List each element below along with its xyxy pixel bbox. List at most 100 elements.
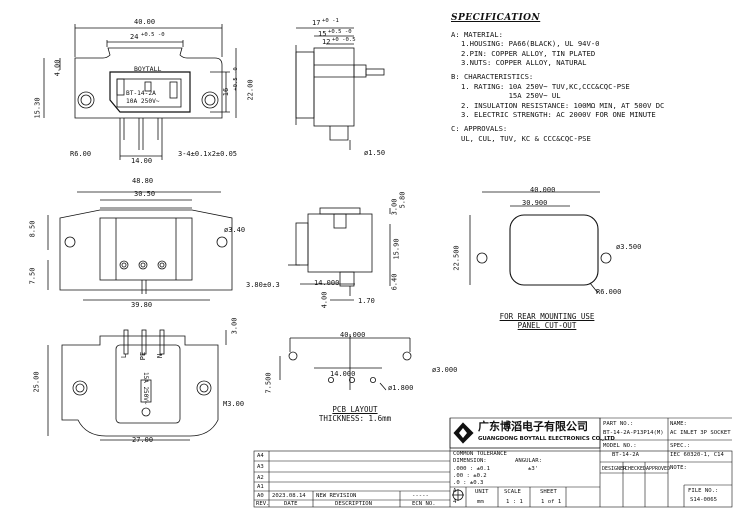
front-model-label: BT-14-2A bbox=[126, 90, 156, 97]
designer-label: DESIGNER bbox=[602, 466, 627, 472]
dim-top-hole: ø3.40 bbox=[224, 226, 246, 234]
dim-front-height: 22.00 bbox=[246, 79, 255, 101]
dim-sec-b2: 1.70 bbox=[358, 297, 375, 305]
section-body bbox=[307, 213, 373, 273]
model-value: BT-14-2A bbox=[612, 452, 639, 458]
part-no-label: PART NO.: bbox=[603, 421, 634, 427]
top-pin-3 bbox=[157, 260, 167, 270]
bottom-body bbox=[115, 344, 181, 424]
pcb-caption-2: THICKNESS: 1.6mm bbox=[318, 414, 392, 423]
dim-panel-outer: 40.000 bbox=[530, 186, 556, 194]
rev-row-a1: A1 bbox=[257, 484, 264, 490]
front-socket-outline bbox=[109, 71, 191, 113]
bottom-nut-left bbox=[72, 380, 88, 396]
dim-bottom-width: 27.00 bbox=[132, 436, 154, 444]
dim-bottom-h: 25.00 bbox=[32, 371, 41, 393]
dim-front-right-tol: +0.5 -0 bbox=[232, 67, 239, 91]
hdr-ecn: ECN NO. bbox=[412, 501, 436, 507]
name-label: NAME: bbox=[670, 421, 687, 427]
title-block-grid bbox=[253, 417, 733, 508]
hdr-date: DATE bbox=[284, 501, 298, 507]
bottom-rating-label: 15A 250V~ bbox=[142, 372, 149, 405]
unit-label: UNIT bbox=[475, 489, 489, 495]
rev-a0-ecn: ----- bbox=[412, 493, 429, 499]
rev-row-a2: A2 bbox=[257, 475, 264, 481]
tolerance-title: COMMON TOLERANCE bbox=[453, 451, 507, 457]
bottom-flange-outline bbox=[61, 335, 219, 437]
dim-front-pin-spacing: 14.00 bbox=[131, 157, 153, 165]
panel-cutout-shape bbox=[509, 214, 599, 286]
dim-sec-h2: 6.40 bbox=[390, 273, 399, 291]
side-flange bbox=[295, 51, 315, 119]
pcb-pin-3 bbox=[369, 376, 376, 383]
spec-char-header: B: CHARACTERISTICS: bbox=[451, 71, 534, 81]
file-no-value: S14-0065 bbox=[690, 497, 717, 503]
spec-title: SPECIFICATION bbox=[451, 13, 541, 23]
spec-material-2: 2.PIN: COPPER ALLOY, TIN PLATED bbox=[461, 48, 596, 58]
sheet-value: 1 of 1 bbox=[541, 499, 562, 505]
front-brand-label: BOYTALL bbox=[134, 65, 162, 73]
size-4: 4 bbox=[453, 499, 457, 505]
top-hole-left bbox=[64, 236, 76, 248]
file-no-label: FILE NO.: bbox=[688, 488, 719, 494]
top-flange-outline bbox=[59, 209, 233, 291]
panel-caption: FOR REAR MOUNTING USE PANEL CUT-OUT bbox=[472, 312, 622, 330]
dim-front-pin-note: 3-4±0.1x2±0.05 bbox=[178, 150, 238, 158]
dim-top-width: 48.80 bbox=[132, 177, 154, 185]
side-view bbox=[295, 27, 385, 150]
bottom-pin-N bbox=[159, 329, 165, 355]
bottom-nut-right bbox=[196, 380, 212, 396]
pcb-hole-right bbox=[402, 351, 412, 361]
checked-label: CHECKED bbox=[625, 466, 647, 472]
dim-top-bottom: 39.80 bbox=[131, 301, 153, 309]
dim-sec-left: 3.80±0.3 bbox=[246, 281, 280, 289]
dim-front-radius: R6.00 bbox=[70, 150, 92, 158]
bottom-pin-L bbox=[123, 329, 129, 355]
rev-row-a3: A3 bbox=[257, 464, 264, 470]
dim-side-d2: 15 bbox=[318, 30, 327, 38]
panel-cutout-view bbox=[469, 191, 612, 294]
approved-label: APPROVED bbox=[646, 466, 671, 472]
dim-front-top-tol: +0.5 -0 bbox=[141, 32, 165, 38]
dim-panel-radius: R6.000 bbox=[596, 288, 622, 296]
rev-a0-date: 2023.08.14 bbox=[272, 493, 306, 499]
spec-material-header: A: MATERIAL: bbox=[451, 29, 503, 39]
top-body bbox=[99, 217, 193, 281]
tolerance-angular-value: ±3' bbox=[528, 466, 539, 472]
front-mount-hole-right bbox=[201, 91, 219, 109]
size-a: A bbox=[453, 488, 457, 494]
dim-front-right: 16 bbox=[222, 87, 231, 97]
tolerance-angular: ANGULAR: bbox=[515, 458, 542, 464]
dim-pcb-pitch: 14.000 bbox=[330, 370, 356, 378]
front-view bbox=[43, 24, 237, 160]
dim-panel-hole: ø3.500 bbox=[616, 243, 642, 251]
company-name-en: GUANGDONG BOYTALL ELECTRONICS CO.,LTD bbox=[478, 436, 615, 442]
rev-row-a4: A4 bbox=[257, 453, 264, 459]
dim-front-top: 24 bbox=[130, 33, 139, 41]
name-value: AC INLET 3P SOCKET bbox=[670, 430, 731, 436]
tolerance-row-2: .00 : ±0.2 bbox=[453, 473, 487, 479]
company-logo bbox=[452, 422, 474, 501]
dim-front-left2: 15.30 bbox=[33, 97, 42, 119]
dim-top-inner: 30.50 bbox=[134, 190, 156, 198]
front-flange-outline bbox=[74, 47, 223, 119]
dim-sec-top2: 3.00 bbox=[390, 198, 399, 216]
model-label: MODEL NO.: bbox=[603, 443, 637, 449]
dim-pcb-hole-small: ø1.800 bbox=[388, 384, 414, 392]
spec-material-3: 3.NUTS: COPPER ALLOY, NATURAL bbox=[461, 58, 587, 68]
dim-sec-pin: 14.000 bbox=[314, 279, 340, 287]
dim-pcb-hole-big: ø3.000 bbox=[432, 366, 458, 374]
part-no-value: BT-14-2A-P13P14(M) bbox=[603, 430, 664, 436]
dim-side-hole: ø1.50 bbox=[364, 149, 386, 157]
unit-value: mm bbox=[477, 499, 484, 505]
tolerance-dimension: DIMENSION: bbox=[453, 458, 487, 464]
panel-caption-2: PANEL CUT-OUT bbox=[517, 321, 577, 330]
dim-sec-top: 5.80 bbox=[398, 191, 407, 209]
pcb-hole-left bbox=[288, 351, 298, 361]
pcb-caption-1: PCB LAYOUT bbox=[332, 405, 378, 414]
pcb-pin-2 bbox=[348, 376, 355, 383]
spec-value: IEC 60320-1, C14 bbox=[670, 452, 724, 458]
pin-label-n: N bbox=[156, 353, 165, 359]
